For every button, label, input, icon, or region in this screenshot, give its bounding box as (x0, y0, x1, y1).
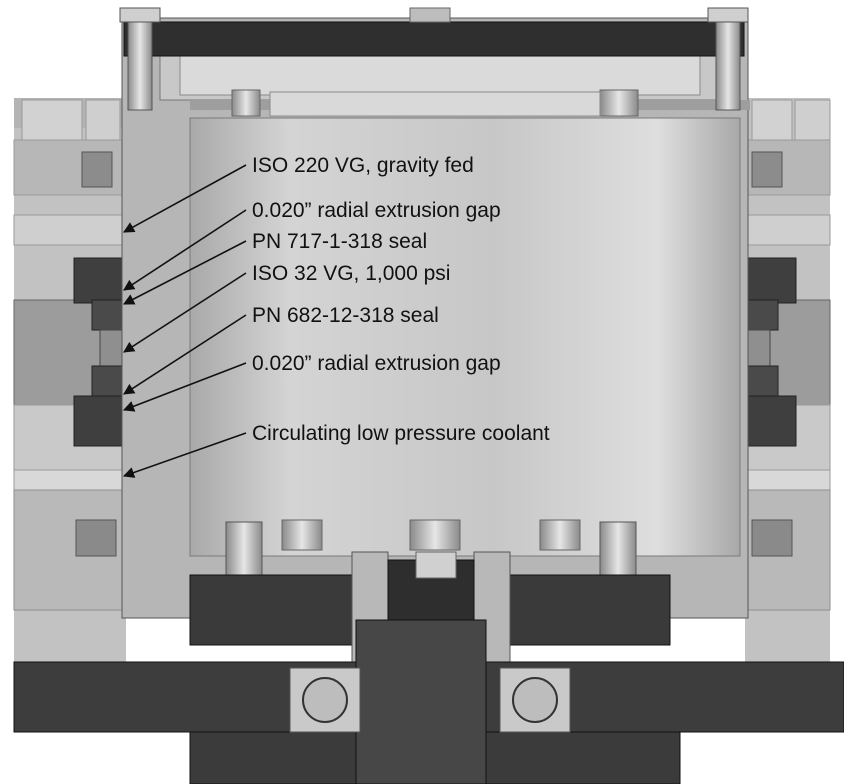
seal-gland-left (73, 257, 125, 447)
callout-labels: ISO 220 VG, gravity fed 0.020” radial ex… (252, 154, 550, 445)
leader-line (123, 240, 247, 305)
top-cap (119, 7, 749, 111)
leader-lines (122, 164, 247, 478)
leader-line (123, 272, 247, 353)
leader-line (123, 314, 247, 395)
label-iso-220-vg: ISO 220 VG, gravity fed (252, 154, 474, 177)
label-radial-extrusion-gap-lower: 0.020” radial extrusion gap (252, 352, 501, 375)
leader-line (122, 362, 247, 412)
piston-bore (189, 117, 741, 557)
base-plate (13, 619, 844, 784)
seal-gland-right (747, 257, 797, 447)
label-seal-682: PN 682-12-318 seal (252, 304, 439, 327)
label-seal-717: PN 717-1-318 seal (252, 230, 427, 253)
label-coolant: Circulating low pressure coolant (252, 422, 550, 445)
leader-line (123, 209, 247, 291)
leader-line (123, 164, 247, 233)
label-radial-extrusion-gap-upper: 0.020” radial extrusion gap (252, 199, 501, 222)
leader-line (122, 432, 247, 478)
bottom-bolts (225, 519, 637, 635)
label-iso-32-vg: ISO 32 VG, 1,000 psi (252, 262, 450, 285)
outer-housing-right (744, 98, 831, 668)
